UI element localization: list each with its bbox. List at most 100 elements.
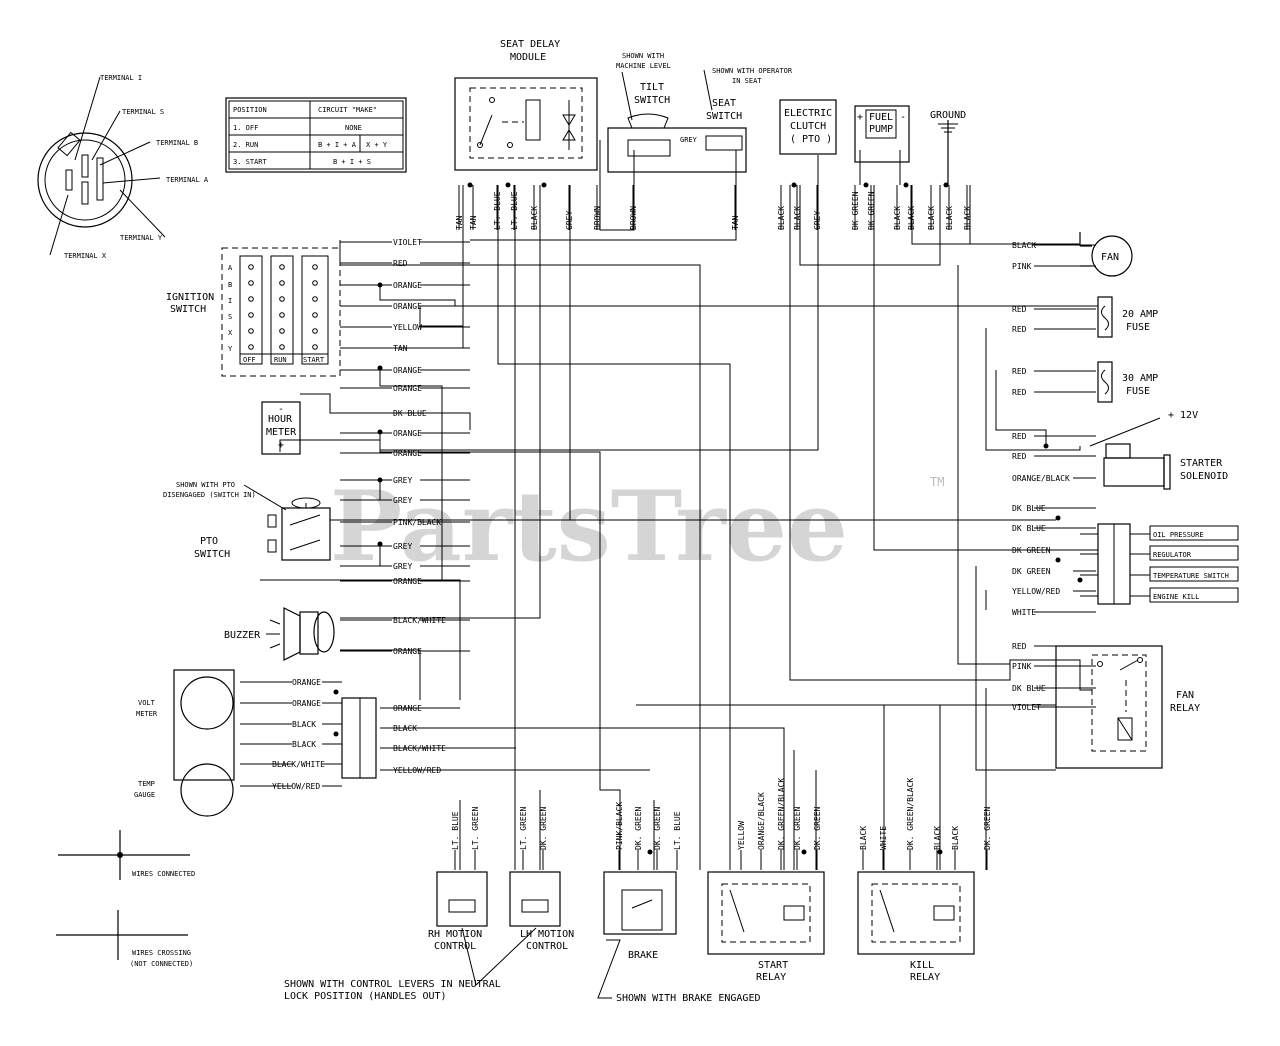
wire-label: DK. GREEN: [539, 806, 548, 850]
fuel-pump-plus: +: [857, 112, 863, 123]
volt-meter-label1: VOLT: [138, 699, 156, 707]
wire-label: ORANGE: [393, 429, 422, 438]
wire-label: ORANGE: [393, 302, 422, 311]
wire-label: ORANGE: [393, 577, 422, 586]
tilt-grey-wire: GREY: [680, 136, 698, 144]
wire-label: PINK: [1012, 262, 1031, 271]
wire-label: RED: [1012, 325, 1027, 334]
pto-note1: SHOWN WITH PTO: [176, 481, 235, 489]
wire-label: BLACK: [530, 206, 539, 230]
hour-meter-minus: -: [278, 404, 284, 415]
seat-delay-module: SEAT DELAY MODULE: [454, 39, 598, 171]
wire-label: BLACK: [393, 724, 417, 733]
wire-label: ORANGE: [292, 678, 321, 687]
wire-label: BLACK: [292, 740, 316, 749]
wire-label: PINK: [1012, 662, 1031, 671]
wire-label: RED: [1012, 642, 1027, 651]
wire-label: GREY: [393, 476, 412, 485]
wire-label: GREY: [393, 496, 412, 505]
sensor-label: OIL PRESSURE: [1153, 531, 1204, 539]
ign-row-s: S: [228, 313, 232, 321]
wire-label: LT. GREEN: [519, 806, 528, 850]
table-row-run: 2. RUN: [233, 141, 258, 149]
wire-label: BLACK/WHITE: [393, 616, 446, 625]
wire-label: DK. GREEN/BLACK: [777, 778, 786, 850]
sensor-label: TEMPERATURE SWITCH: [1153, 572, 1229, 580]
levers-note1: SHOWN WITH CONTROL LEVERS IN NEUTRAL: [284, 979, 501, 990]
ign-col-off: OFF: [243, 356, 256, 364]
starter-solenoid-label1: STARTER: [1180, 458, 1223, 469]
wire-label: BLACK/WHITE: [272, 760, 325, 769]
wire-label: ORANGE/BLACK: [757, 792, 766, 850]
wire-label: YELLOW/RED: [1012, 587, 1060, 596]
levers-note: SHOWN WITH CONTROL LEVERS IN NEUTRAL LOC…: [284, 927, 537, 1002]
wire-label: RED: [1012, 452, 1027, 461]
sensor-box: [1149, 545, 1239, 561]
plus-12v-label: + 12V: [1168, 410, 1198, 421]
wire-label: BLACK: [945, 206, 954, 230]
temp-gauge-label2: GAUGE: [134, 791, 155, 799]
fan-relay-label1: FAN: [1176, 690, 1194, 701]
fuse20-label1: 20 AMP: [1122, 309, 1158, 320]
electric-clutch: ELECTRIC CLUTCH ( PTO ): [779, 99, 837, 155]
lh-motion-label1: LH MOTION: [520, 929, 574, 940]
brake-label: BRAKE: [628, 950, 658, 961]
wire-label: BLACK: [951, 826, 960, 850]
terminal-y-label: TERMINAL Y: [120, 234, 163, 242]
brake-switch: BRAKE SHOWN WITH BRAKE ENGAGED: [597, 871, 761, 1004]
wire-label: YELLOW/RED: [272, 782, 320, 791]
tilt-note2: MACHINE LEVEL: [616, 62, 671, 70]
ign-contact: [279, 296, 285, 302]
fan-relay-label2: RELAY: [1170, 703, 1200, 714]
wire-label: DK. GREEN/BLACK: [906, 778, 915, 850]
wire-label: GREY: [393, 562, 412, 571]
wire-label: PINK/BLACK: [393, 518, 441, 527]
kill-relay-label1: KILL: [910, 960, 934, 971]
ignition-switch-label1: IGNITION: [166, 292, 214, 303]
seat-delay-label2: MODULE: [510, 52, 546, 63]
wire-label: BLACK: [963, 206, 972, 230]
wire-label: YELLOW/RED: [393, 766, 441, 775]
position-table: POSITION CIRCUIT "MAKE" 1. OFF NONE 2. R…: [225, 97, 407, 173]
ign-col-run: RUN: [274, 356, 287, 364]
wire-label: BLACK: [777, 206, 786, 230]
start-relay: START RELAY: [707, 871, 825, 983]
wire-label: LT. BLUE: [451, 811, 460, 850]
wire-label: RED: [1012, 388, 1027, 397]
gauge-connector: [341, 697, 377, 779]
ign-contact: [312, 280, 318, 286]
terminal-i-label: TERMINAL I: [100, 74, 142, 82]
pto-note2: DISENGAGED (SWITCH IN): [163, 491, 256, 499]
ign-contact: [279, 328, 285, 334]
ign-row-i: I: [228, 297, 232, 305]
ign-contact: [248, 344, 254, 350]
hour-meter-label2: METER: [266, 427, 297, 438]
table-row-start-make: B + I + S: [333, 158, 371, 166]
pto-switch-label2: SWITCH: [194, 549, 230, 560]
watermark: PartsTree: [330, 470, 848, 583]
fuel-pump-minus: -: [900, 112, 906, 123]
table-header-circuit: CIRCUIT "MAKE": [318, 106, 377, 114]
start-relay-label1: START: [758, 960, 788, 971]
tilt-note1: SHOWN WITH: [622, 52, 664, 60]
fuel-pump: FUEL PUMP + -: [854, 105, 910, 163]
tilt-switch: SHOWN WITH MACHINE LEVEL TILT SWITCH GRE…: [607, 52, 747, 173]
wire-label: BROWN: [593, 206, 602, 230]
hour-meter: HOUR METER - +: [261, 401, 301, 455]
wire-label: GREY: [393, 542, 412, 551]
wire-label: YELLOW: [737, 821, 746, 850]
rh-motion-label1: RH MOTION: [428, 929, 482, 940]
table-row-start: 3. START: [233, 158, 268, 166]
wire-label: DK BLUE: [1012, 684, 1046, 693]
wire-label: DK. GREEN: [634, 806, 643, 850]
wire-label: DK. GREEN: [813, 806, 822, 850]
wire-label: ORANGE: [393, 384, 422, 393]
wire-label: DK BLUE: [1012, 504, 1046, 513]
ign-contact: [279, 344, 285, 350]
starter-solenoid: + 12V STARTER SOLENOID: [1089, 410, 1228, 490]
wire-label: ORANGE: [393, 366, 422, 375]
lh-motion-control: LH MOTION CONTROL: [509, 871, 574, 952]
lh-motion-label2: CONTROL: [526, 941, 568, 952]
